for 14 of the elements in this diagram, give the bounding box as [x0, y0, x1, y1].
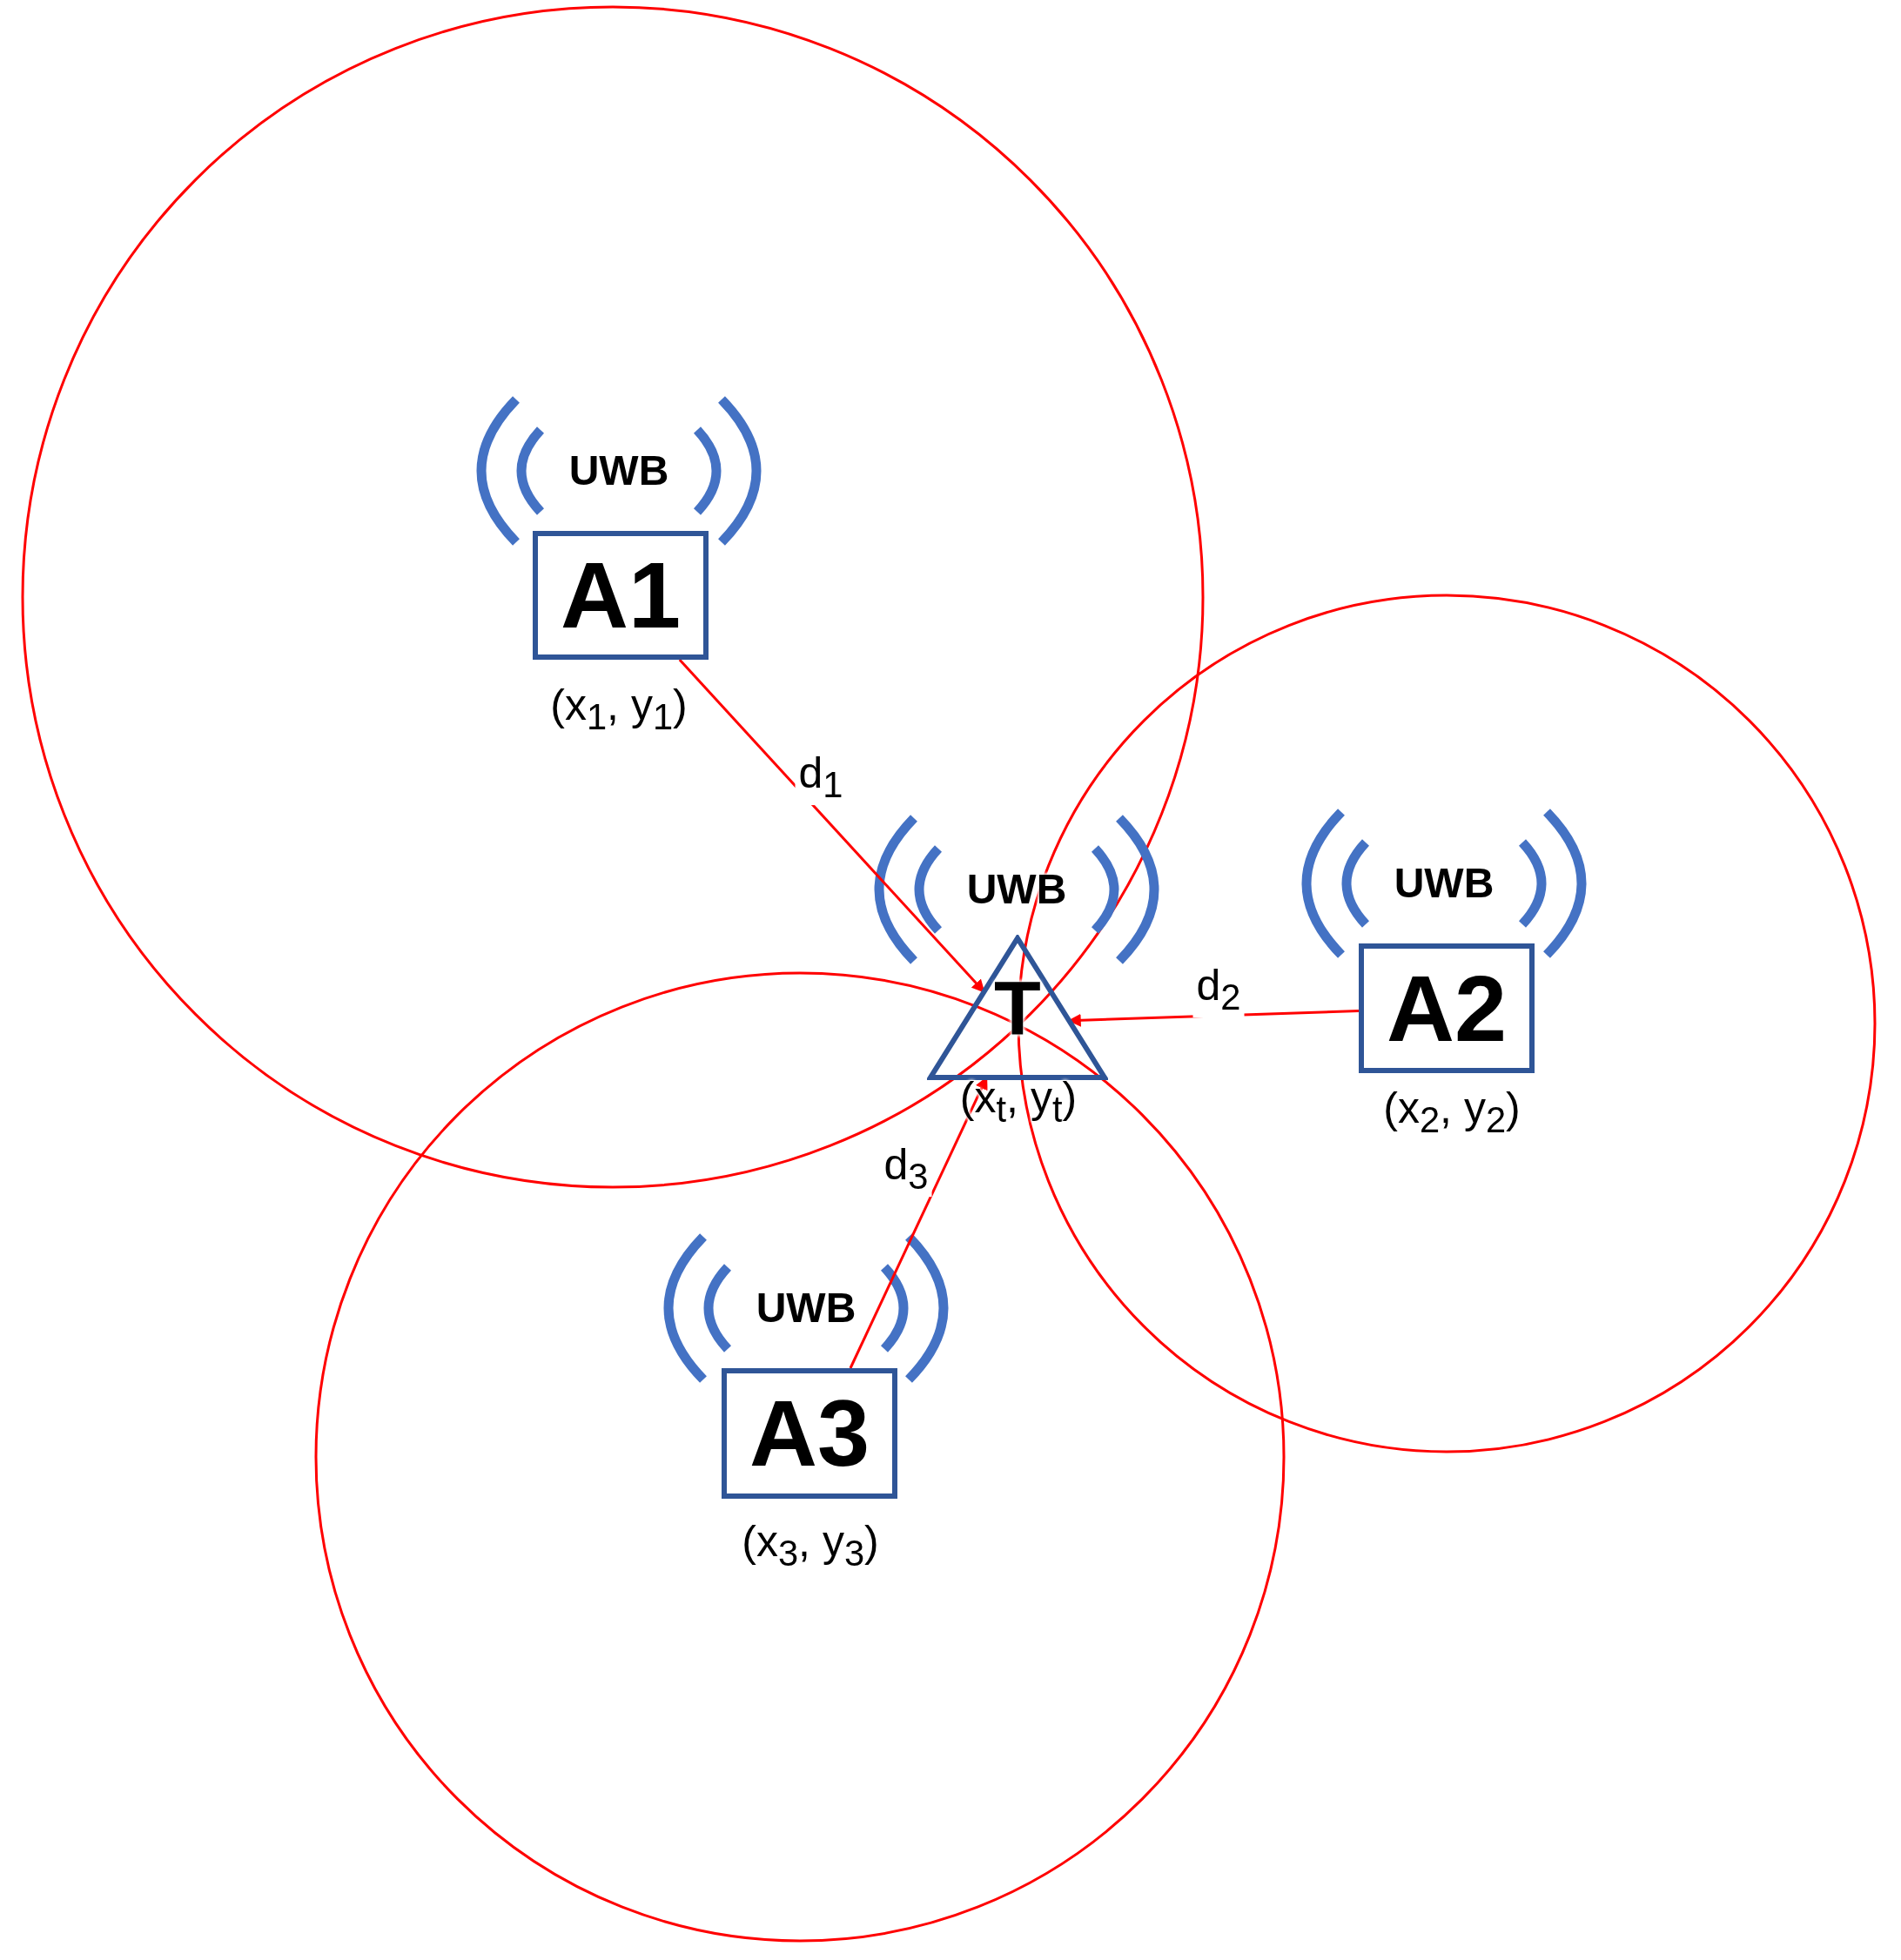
tag-triangle: [927, 935, 1108, 1081]
anchor-label: A3: [749, 1386, 870, 1480]
coordinate-label: (x$_{3}$, y$_{3}$): [742, 1518, 879, 1574]
anchor-label: A2: [1386, 961, 1508, 1056]
signal-label: UWB: [568, 450, 669, 492]
anchor-label: A1: [560, 548, 682, 642]
signal-label: UWB: [756, 1287, 856, 1329]
arrow: [678, 659, 985, 993]
anchor-box: [533, 531, 709, 660]
anchor-box: [1359, 943, 1535, 1073]
coordinate-label: (x$_{1}$, y$_{1}$): [550, 681, 688, 737]
anchor-box: [722, 1368, 897, 1499]
coordinate-label: (x$_{2}$, y$_{2}$): [1383, 1084, 1521, 1140]
signal-label: UWB: [1394, 863, 1495, 904]
